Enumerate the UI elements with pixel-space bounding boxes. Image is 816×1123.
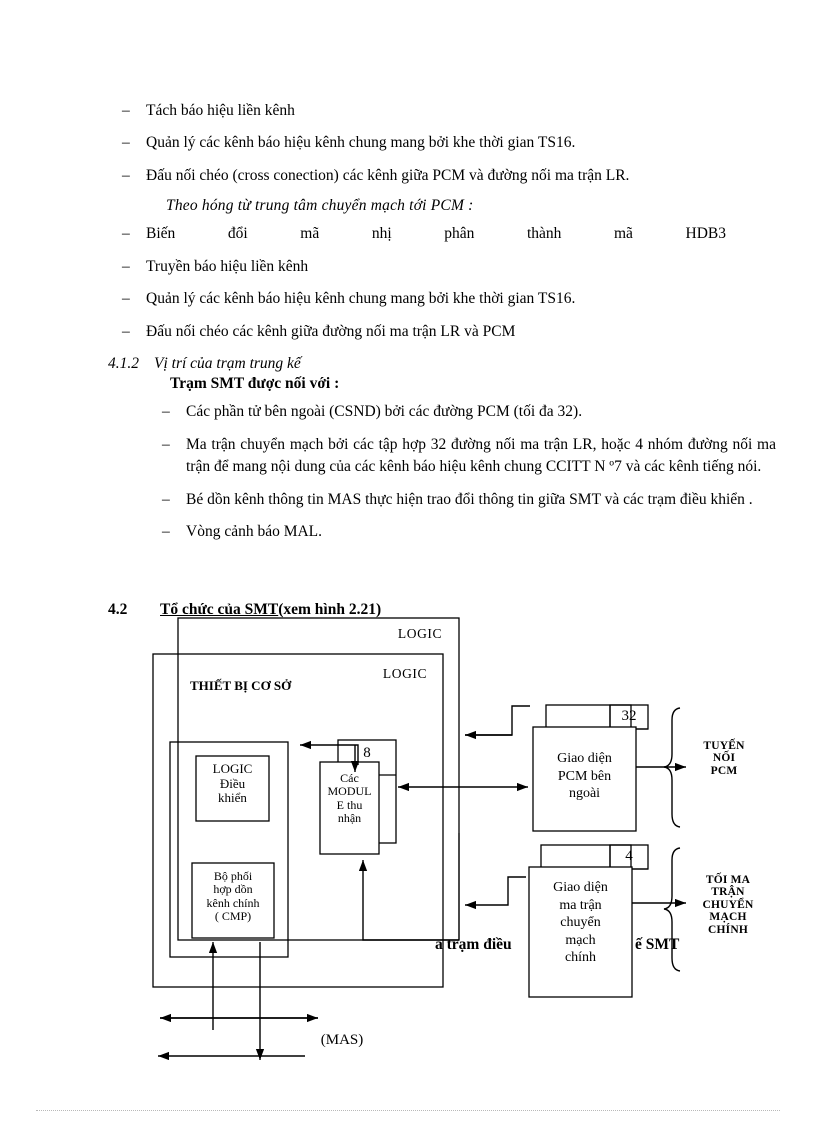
pcm-brace: [663, 707, 681, 828]
section-title: Vị trí của trạm trung kế: [154, 355, 301, 373]
bullet-dash: –: [122, 290, 130, 308]
label-logic-inner: LOGIC: [382, 666, 428, 681]
list-item-text: Các phần tử bên ngoài (CSND) bởi các đườ…: [186, 403, 583, 421]
label-count-4: 4: [625, 848, 633, 864]
matrix-brace: [663, 847, 681, 972]
list-item: – Các phần tử bên ngoài (CSND) bởi các đ…: [108, 401, 776, 423]
list-item-text: Đấu nối chéo (cross conection) các kênh …: [146, 166, 630, 184]
bullet-dash: –: [122, 102, 130, 119]
section-title-suffix: (xem hình 2.21): [278, 601, 382, 618]
italic-heading: Theo hóng từ trung tâm chuyển mạch tới P…: [166, 197, 474, 215]
list-item-text: Quản lý các kênh báo hiệu kênh chung man…: [146, 290, 576, 308]
matrix-interface-box: [528, 866, 633, 998]
label-bo-phoi-hop: Bộ phối hợp dồn kênh chính ( CMP): [206, 869, 260, 924]
spread-word: phân: [444, 225, 475, 243]
module-stack-card: [337, 739, 397, 844]
module-to-control-link: [300, 740, 359, 765]
list-item: – Đấu nối chéo (cross conection) các kên…: [108, 165, 776, 187]
list-item-spread: – Biến đổi mã nhị phân thành mã HDB3: [108, 223, 776, 245]
document-body: – Tách báo hiệu liền kênh – Quản lý các …: [108, 100, 776, 554]
list-item-text: Quản lý các kênh báo hiệu kênh chung man…: [146, 134, 576, 152]
spread-word: đổi: [227, 225, 248, 243]
matrix-count-cell: [609, 844, 649, 870]
cmp-box: [191, 862, 275, 939]
label-giao-dien-ma-tran: Giao diện ma trận chuyển mạch chính: [553, 880, 608, 965]
matrix-return-to-module: [358, 860, 459, 941]
bullet-dash: –: [122, 166, 130, 184]
pcm-interface-box: [532, 726, 637, 832]
spread-word: Biến: [146, 225, 176, 243]
list-item-text: Đấu nối chéo các kênh giữa đường nối ma …: [146, 322, 516, 340]
list-item-text: Bé dồn kênh thông tin MAS thực hiện trao…: [186, 490, 753, 508]
bullet-dash: –: [162, 490, 170, 508]
list-item-text: Ma trận chuyển mạch bởi các tập hợp 32 đ…: [186, 435, 776, 476]
section-heading-4-2: 4.2 Tổ chức của SMT(xem hình 2.21): [108, 601, 381, 619]
label-count-32: 32: [621, 708, 637, 724]
spread-word: mã: [300, 225, 320, 243]
label-toi-ma-tran-chuyen-mach-chinh: TỐI MA TRẬN CHUYỂN MẠCH CHÍNH: [702, 874, 754, 936]
spread-word: nhị: [371, 225, 392, 243]
label-logic-dieu-khien: LOGIC Điều khiển: [212, 761, 253, 806]
pcm-count-cell: [609, 704, 649, 730]
receive-modules-box: [319, 761, 380, 855]
pcm-stack-card: [545, 704, 632, 792]
bullet-dash: –: [122, 134, 130, 152]
label-thiet-bi-co-so: THIẾT BỊ CƠ SỞ: [190, 678, 292, 693]
list-item: – Quản lý các kênh báo hiệu kênh chung m…: [108, 288, 776, 310]
label-giao-dien-pcm: Giao diện PCM bên ngoài: [557, 751, 612, 801]
bullet-dash: –: [122, 225, 130, 243]
pcm-to-logic-link: [465, 705, 530, 740]
spread-words: Biến đổi mã nhị phân thành mã HDB3: [146, 223, 726, 245]
list-item: – Vòng cảnh báo MAL.: [108, 521, 776, 543]
spread-word: mã: [613, 225, 633, 243]
spread-word: HDB3: [685, 225, 726, 243]
matrix-stack-card: [540, 844, 632, 942]
list-item: – Tách báo hiệu liền kênh: [108, 100, 776, 122]
bold-subheading: Trạm SMT được nối với :: [170, 375, 340, 393]
label-count-8: 8: [363, 745, 371, 761]
list-item: – Quản lý các kênh báo hiệu kênh chung m…: [108, 132, 776, 154]
footer-divider: [36, 1110, 780, 1112]
section-heading-4-1-2: 4.1.2 Vị trí của trạm trung kế: [108, 355, 776, 373]
overlapped-text-right: ế SMT: [635, 936, 680, 953]
list-item: – Đấu nối chéo các kênh giữa đường nối m…: [108, 321, 776, 343]
bullet-dash: –: [162, 435, 170, 453]
spread-word: thành: [526, 225, 562, 243]
logic-control-box: [195, 755, 270, 822]
label-cac-module-thu-nhan: Các MODUL E thu nhận: [327, 771, 372, 826]
section-number: 4.2: [108, 601, 128, 618]
list-item: – Ma trận chuyển mạch bởi các tập hợp 32…: [108, 434, 776, 479]
bullet-dash: –: [122, 257, 130, 275]
label-tuyen-noi-pcm: TUYẾN NỐI PCM: [703, 740, 745, 777]
matrix-to-logic-link: [465, 876, 526, 910]
list-item-text: Vòng cảnh báo MAL.: [186, 523, 323, 541]
base-equipment-column: [169, 741, 289, 958]
bullet-dash: –: [122, 322, 130, 340]
section-number: 4.1.2: [108, 355, 139, 373]
overlapped-text-left: a trạm điều: [435, 936, 512, 953]
label-mas: (MAS): [320, 1032, 364, 1048]
bullet-dash: –: [162, 523, 170, 541]
label-logic-outer: LOGIC: [397, 626, 443, 641]
list-item: – Bé dồn kênh thông tin MAS thực hiện tr…: [108, 489, 776, 511]
section-title: Tổ chức của SMT: [160, 601, 279, 618]
inner-logic-frame: [152, 653, 444, 988]
list-item-text: Truyền báo hiệu liền kênh: [146, 257, 309, 275]
list-item-text: Tách báo hiệu liền kênh: [146, 102, 295, 119]
outer-logic-frame: [177, 617, 460, 941]
bullet-dash: –: [162, 403, 170, 421]
list-item: – Truyền báo hiệu liền kênh: [108, 256, 776, 278]
